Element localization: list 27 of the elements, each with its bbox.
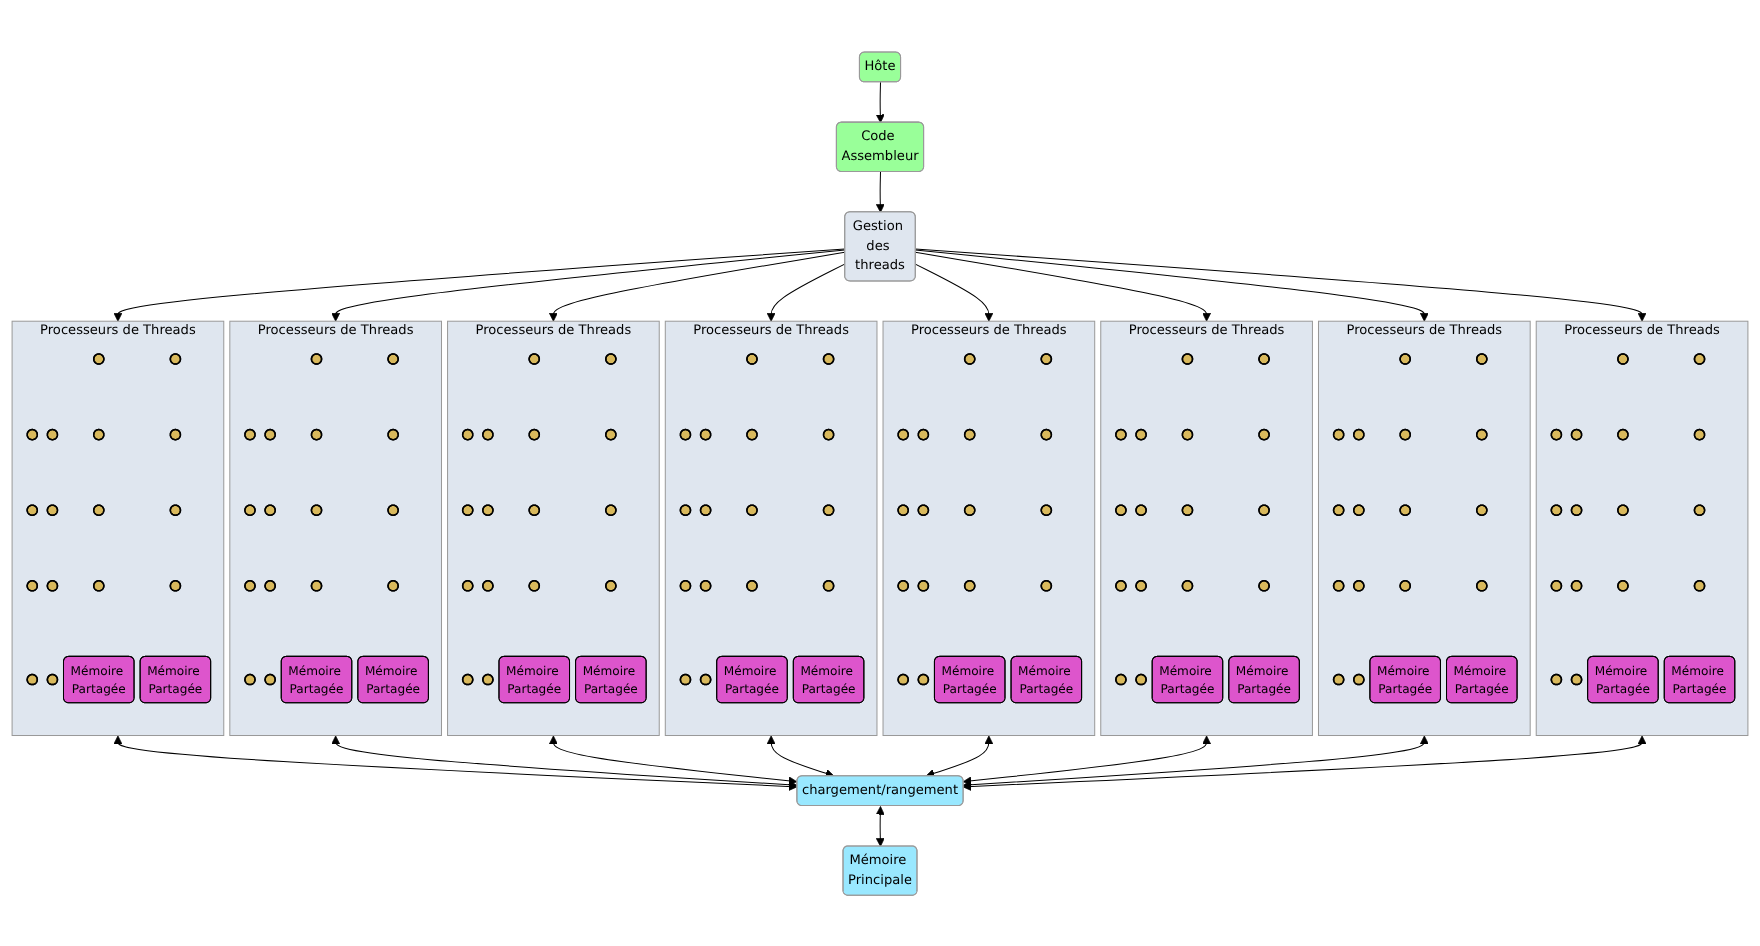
arrow [914,262,994,321]
arrow [914,247,1647,321]
arrow [113,734,798,791]
cluster [664,320,878,736]
arrow [548,251,846,321]
arrow [875,805,885,847]
cluster [1100,320,1313,736]
arrow [962,734,1212,785]
arrow [548,734,798,785]
arrow [875,170,885,213]
cluster [229,320,442,736]
arrow [875,81,885,123]
arrow [925,734,994,777]
arrow [331,734,798,789]
arrow [914,251,1212,321]
cluster [11,320,225,736]
arrow [914,248,1429,321]
cluster [447,320,660,736]
arrow [331,248,846,321]
arrow [113,247,846,321]
arrow [962,734,1647,791]
cluster [1535,320,1749,736]
cluster [1318,320,1531,736]
arrow [962,734,1429,789]
cluster [882,320,1096,736]
arrow [766,262,846,321]
arrow [766,734,835,777]
